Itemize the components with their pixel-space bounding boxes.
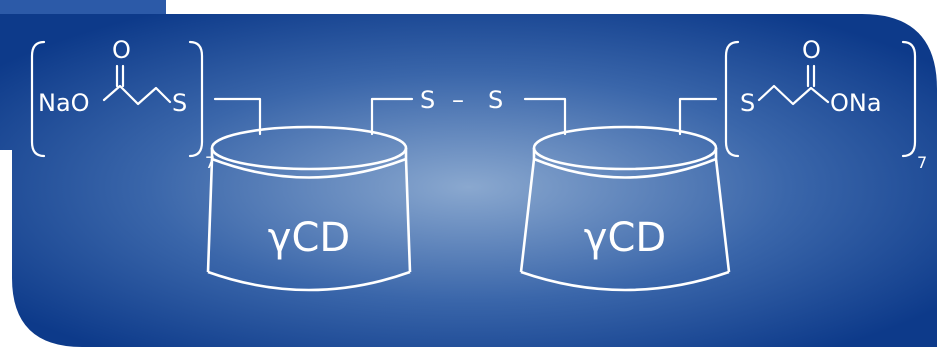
- right-sulfur-label: S: [740, 89, 755, 117]
- background-panel: [0, 14, 937, 347]
- bridge-bond: –: [452, 86, 464, 114]
- right-tether-line: [678, 97, 718, 136]
- right-cyclodextrin-cup: [519, 125, 731, 292]
- left-close-bracket: [188, 40, 204, 158]
- left-chain-bonds: [102, 84, 172, 106]
- right-cup-inner-line: [533, 157, 717, 179]
- left-cup-inner-line: [211, 157, 407, 179]
- left-cyclodextrin-label: γCD: [268, 215, 350, 261]
- right-chain-bonds: [757, 84, 830, 106]
- left-cup-base: [207, 270, 411, 292]
- left-carbonyl-bond: [115, 64, 125, 88]
- right-multiplier-label: 7: [917, 153, 927, 172]
- right-carbonyl-bond: [806, 64, 816, 88]
- left-counterion-label: NaO: [38, 89, 90, 117]
- left-substituent-group: [30, 40, 262, 158]
- right-open-bracket: [724, 40, 740, 158]
- left-open-bracket: [30, 40, 46, 158]
- left-carbonyl-oxygen-label: O: [112, 36, 131, 64]
- right-carbonyl-oxygen-label: O: [802, 36, 821, 64]
- right-substituent-group: [678, 40, 917, 158]
- right-close-bracket: [901, 40, 917, 158]
- left-tether-line: [213, 97, 262, 136]
- bridge-left-line: [370, 97, 414, 136]
- right-counterion-label: ONa: [830, 89, 882, 117]
- bridge-sulfur-left: S: [420, 86, 435, 114]
- right-cup-base: [520, 270, 730, 292]
- bridge-lines: [370, 97, 567, 136]
- right-cyclodextrin-label: γCD: [584, 215, 666, 261]
- bridge-sulfur-right: S: [488, 86, 503, 114]
- left-sulfur-label: S: [172, 89, 187, 117]
- bridge-right-line: [523, 97, 567, 136]
- left-multiplier-label: 7: [205, 153, 215, 172]
- left-cyclodextrin-cup: [206, 125, 412, 292]
